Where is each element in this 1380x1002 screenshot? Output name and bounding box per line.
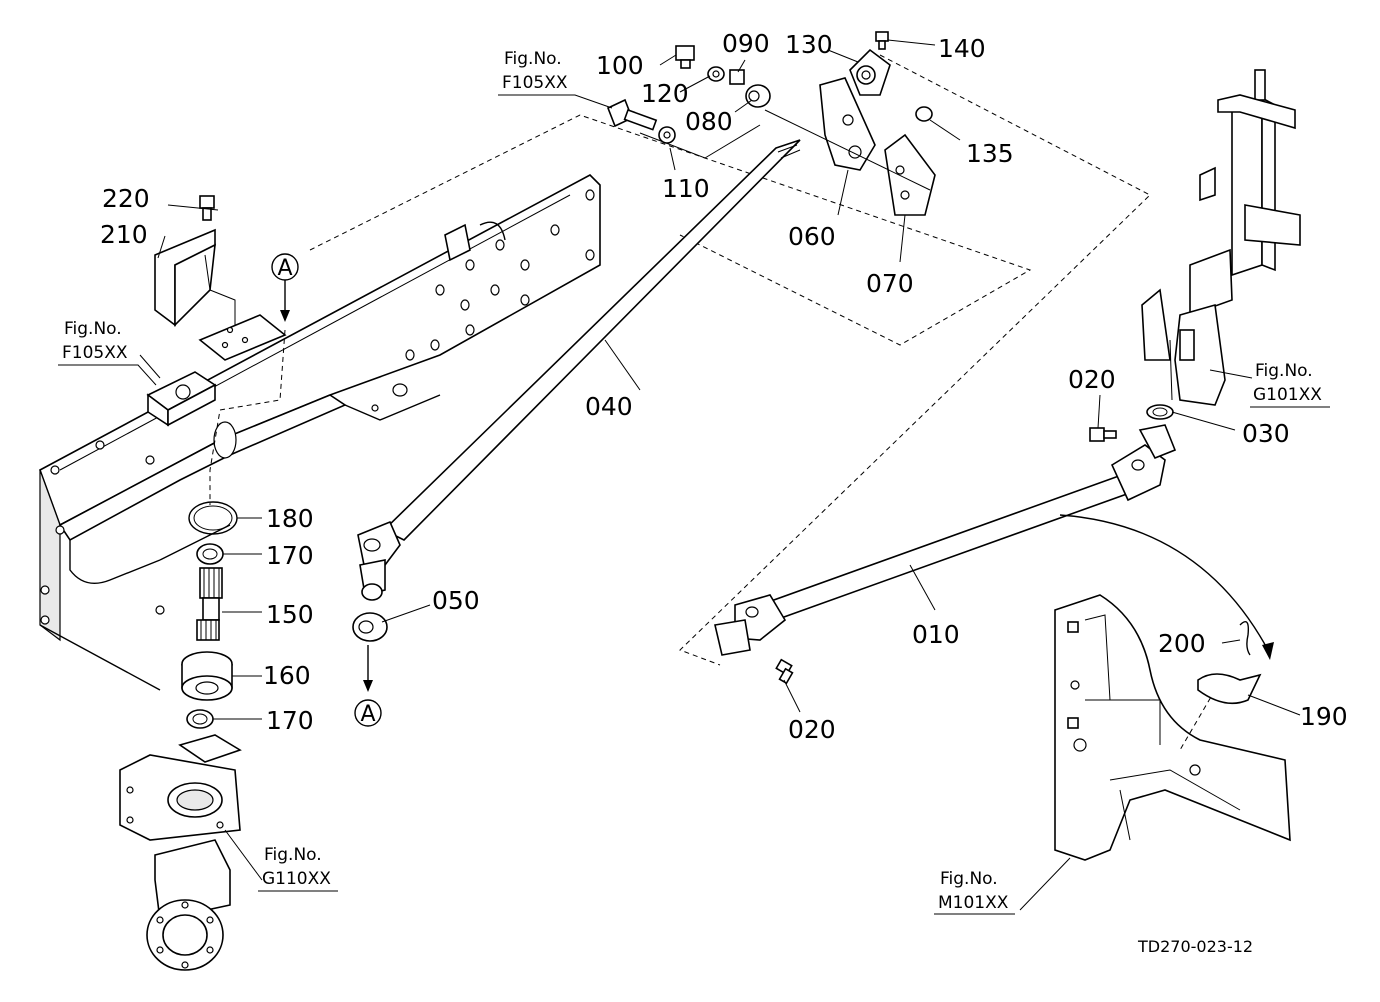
part-label-170-lower: 170	[266, 706, 314, 735]
part-label-135: 135	[966, 139, 1014, 168]
fig-ref-f105-top: Fig.No. F105XX	[498, 49, 613, 109]
part-label-110: 110	[662, 174, 710, 203]
part-label-120: 120	[641, 79, 689, 108]
gear-housing	[119, 734, 242, 971]
fig-ref-f105-top-caption: Fig.No.	[504, 49, 562, 69]
fig-ref-m101: Fig.No. M101XX	[934, 869, 1015, 915]
part-label-150: 150	[266, 600, 314, 629]
steering-shaft-010	[714, 424, 1177, 656]
bracket-210	[154, 228, 287, 361]
part-label-010: 010	[912, 620, 960, 649]
snap-ring-180	[188, 501, 238, 535]
pinion-shaft-150	[196, 567, 223, 641]
fig-ref-m101-number: M101XX	[938, 893, 1009, 913]
fig-ref-g110: Fig.No. G110XX	[258, 845, 338, 892]
fig-ref-g110-caption: Fig.No.	[264, 845, 322, 865]
bolt-020-lower	[775, 658, 794, 685]
part-label-040: 040	[585, 392, 633, 421]
fig-ref-g110-number: G110XX	[262, 869, 331, 889]
part-label-080: 080	[685, 107, 733, 136]
part-label-030: 030	[1242, 419, 1290, 448]
bushing-080	[745, 84, 771, 108]
callout-a-bottom-text: A	[360, 702, 375, 727]
callout-a-top: A	[209, 253, 299, 505]
part-label-130: 130	[785, 30, 833, 59]
part-label-070: 070	[866, 269, 914, 298]
part-label-090: 090	[722, 29, 770, 58]
fig-ref-f105-left-caption: Fig.No.	[64, 319, 122, 339]
bolt-220	[199, 195, 215, 221]
part-label-210: 210	[100, 220, 148, 249]
cover-190	[1197, 673, 1262, 705]
frame-rail	[39, 114, 1032, 691]
seal-170-lower	[186, 709, 214, 729]
part-label-160: 160	[263, 661, 311, 690]
washer-120	[707, 66, 725, 82]
callout-a-bottom: A	[354, 645, 382, 727]
dash-panel	[1054, 594, 1291, 861]
collar-090	[729, 69, 745, 85]
part-label-180: 180	[266, 504, 314, 533]
part-label-220: 220	[102, 184, 150, 213]
part-label-190: 190	[1300, 702, 1348, 731]
figure-refs: Fig.No. F105XX Fig.No. F105XX Fig.No. G1…	[58, 49, 1330, 915]
part-label-100: 100	[596, 51, 644, 80]
universal-joint-040	[357, 520, 401, 601]
clip-200	[1239, 621, 1251, 656]
part-label-200: 200	[1158, 629, 1206, 658]
fig-ref-f105-left-number: F105XX	[62, 343, 128, 363]
fig-ref-g101-caption: Fig.No.	[1255, 361, 1313, 381]
part-label-140: 140	[938, 34, 986, 63]
frame-bracket	[146, 371, 217, 427]
part-label-050: 050	[432, 586, 480, 615]
part-label-020-upper: 020	[1068, 365, 1116, 394]
steering-column	[1141, 69, 1301, 406]
part-labels: 010 020 020 030 040 050 060 070 080 090 …	[100, 29, 1348, 744]
frame-holes	[40, 189, 595, 625]
ring-030	[1146, 404, 1174, 420]
plate-070	[884, 133, 936, 216]
fig-ref-f105-left: Fig.No. F105XX	[58, 319, 157, 386]
seal-170-upper	[196, 543, 224, 565]
steering-shaft-040	[357, 139, 801, 601]
part-label-060: 060	[788, 222, 836, 251]
flange-130	[849, 48, 891, 96]
fig-ref-m101-caption: Fig.No.	[940, 869, 998, 889]
top-dashed-box	[639, 54, 1151, 666]
fig-ref-g101: Fig.No. G101XX	[1250, 361, 1330, 408]
nut-135	[915, 106, 933, 122]
lower-universal-joint-010	[714, 594, 787, 656]
part-label-170-upper: 170	[266, 541, 314, 570]
nut-050	[352, 612, 388, 642]
fig-ref-f105-top-number: F105XX	[502, 73, 568, 93]
callout-a-top-text: A	[277, 256, 292, 281]
bearing-160	[181, 651, 233, 701]
bolt-110	[606, 98, 676, 144]
part-label-020-lower: 020	[788, 715, 836, 744]
bolt-100	[675, 45, 695, 69]
drawing-code: TD270-023-12	[1137, 937, 1253, 956]
bolt-020-upper	[1089, 427, 1117, 442]
bolt-140	[875, 31, 889, 50]
direction-arrow	[1059, 514, 1274, 660]
upper-universal-joint-010	[1110, 424, 1177, 502]
bracket-060	[819, 77, 876, 171]
leader-lines	[139, 39, 1301, 911]
fig-ref-g101-number: G101XX	[1253, 385, 1322, 405]
